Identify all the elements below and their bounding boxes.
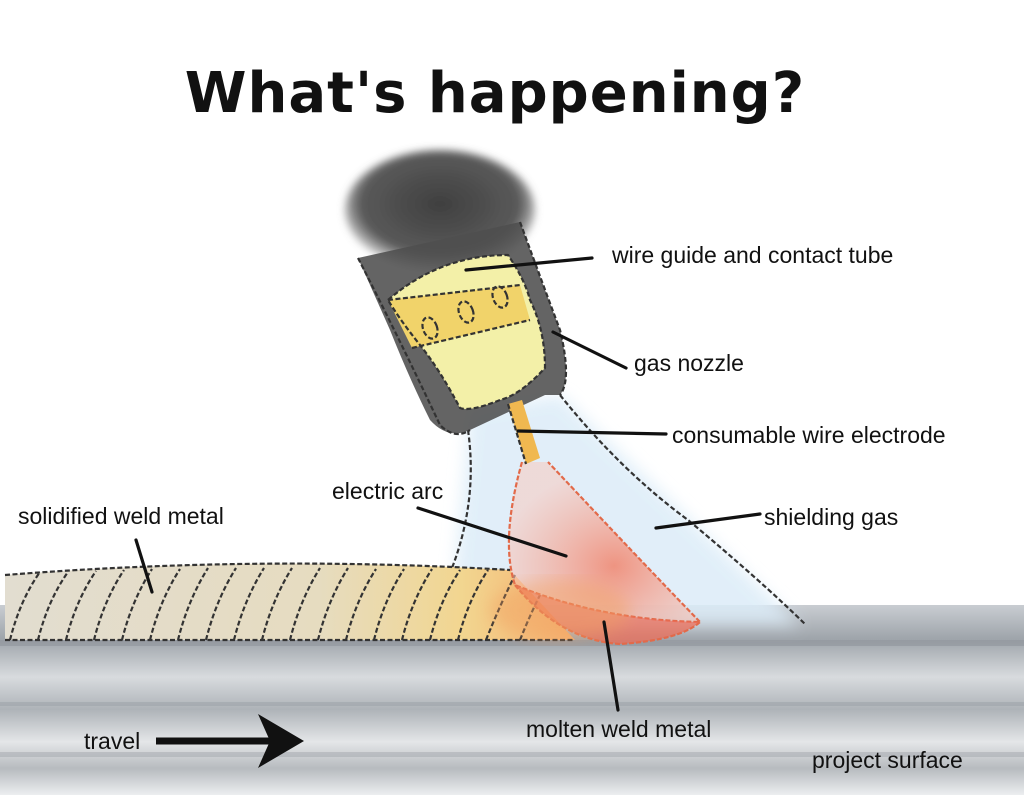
travel-arrow xyxy=(156,714,304,768)
label-solidified-weld: solidified weld metal xyxy=(18,503,224,529)
label-wire-electrode: consumable wire electrode xyxy=(672,422,946,448)
leader-wire-electrode xyxy=(516,429,668,436)
leader-shielding-gas xyxy=(654,512,762,530)
contact-tube-holes xyxy=(421,285,509,340)
leader-solidified-weld xyxy=(134,538,154,594)
shielding-gas-right-edge xyxy=(559,394,807,626)
label-electric-arc: electric arc xyxy=(332,478,443,504)
contact-tube-band-line-2 xyxy=(411,318,531,350)
shielding-gas-left-edge xyxy=(450,429,472,569)
label-shielding-gas: shielding gas xyxy=(764,504,898,530)
page-title: What's happening? xyxy=(185,61,805,126)
label-wire-guide: wire guide and contact tube xyxy=(611,242,893,268)
label-gas-nozzle: gas nozzle xyxy=(634,350,744,376)
label-travel: travel xyxy=(84,728,140,754)
leader-gas-nozzle xyxy=(551,330,628,370)
gas-nozzle-outline-right xyxy=(518,221,568,396)
label-project-surface: project surface xyxy=(812,747,963,773)
label-molten-weld: molten weld metal xyxy=(526,716,711,742)
leader-wire-guide xyxy=(464,256,594,272)
leader-molten-weld xyxy=(602,620,620,712)
molten-glow xyxy=(490,580,630,640)
wire-electrode-outline xyxy=(506,403,528,465)
leader-electric-arc xyxy=(416,506,568,558)
gas-nozzle-outline xyxy=(357,257,471,436)
solidified-weld-bead xyxy=(4,562,575,642)
